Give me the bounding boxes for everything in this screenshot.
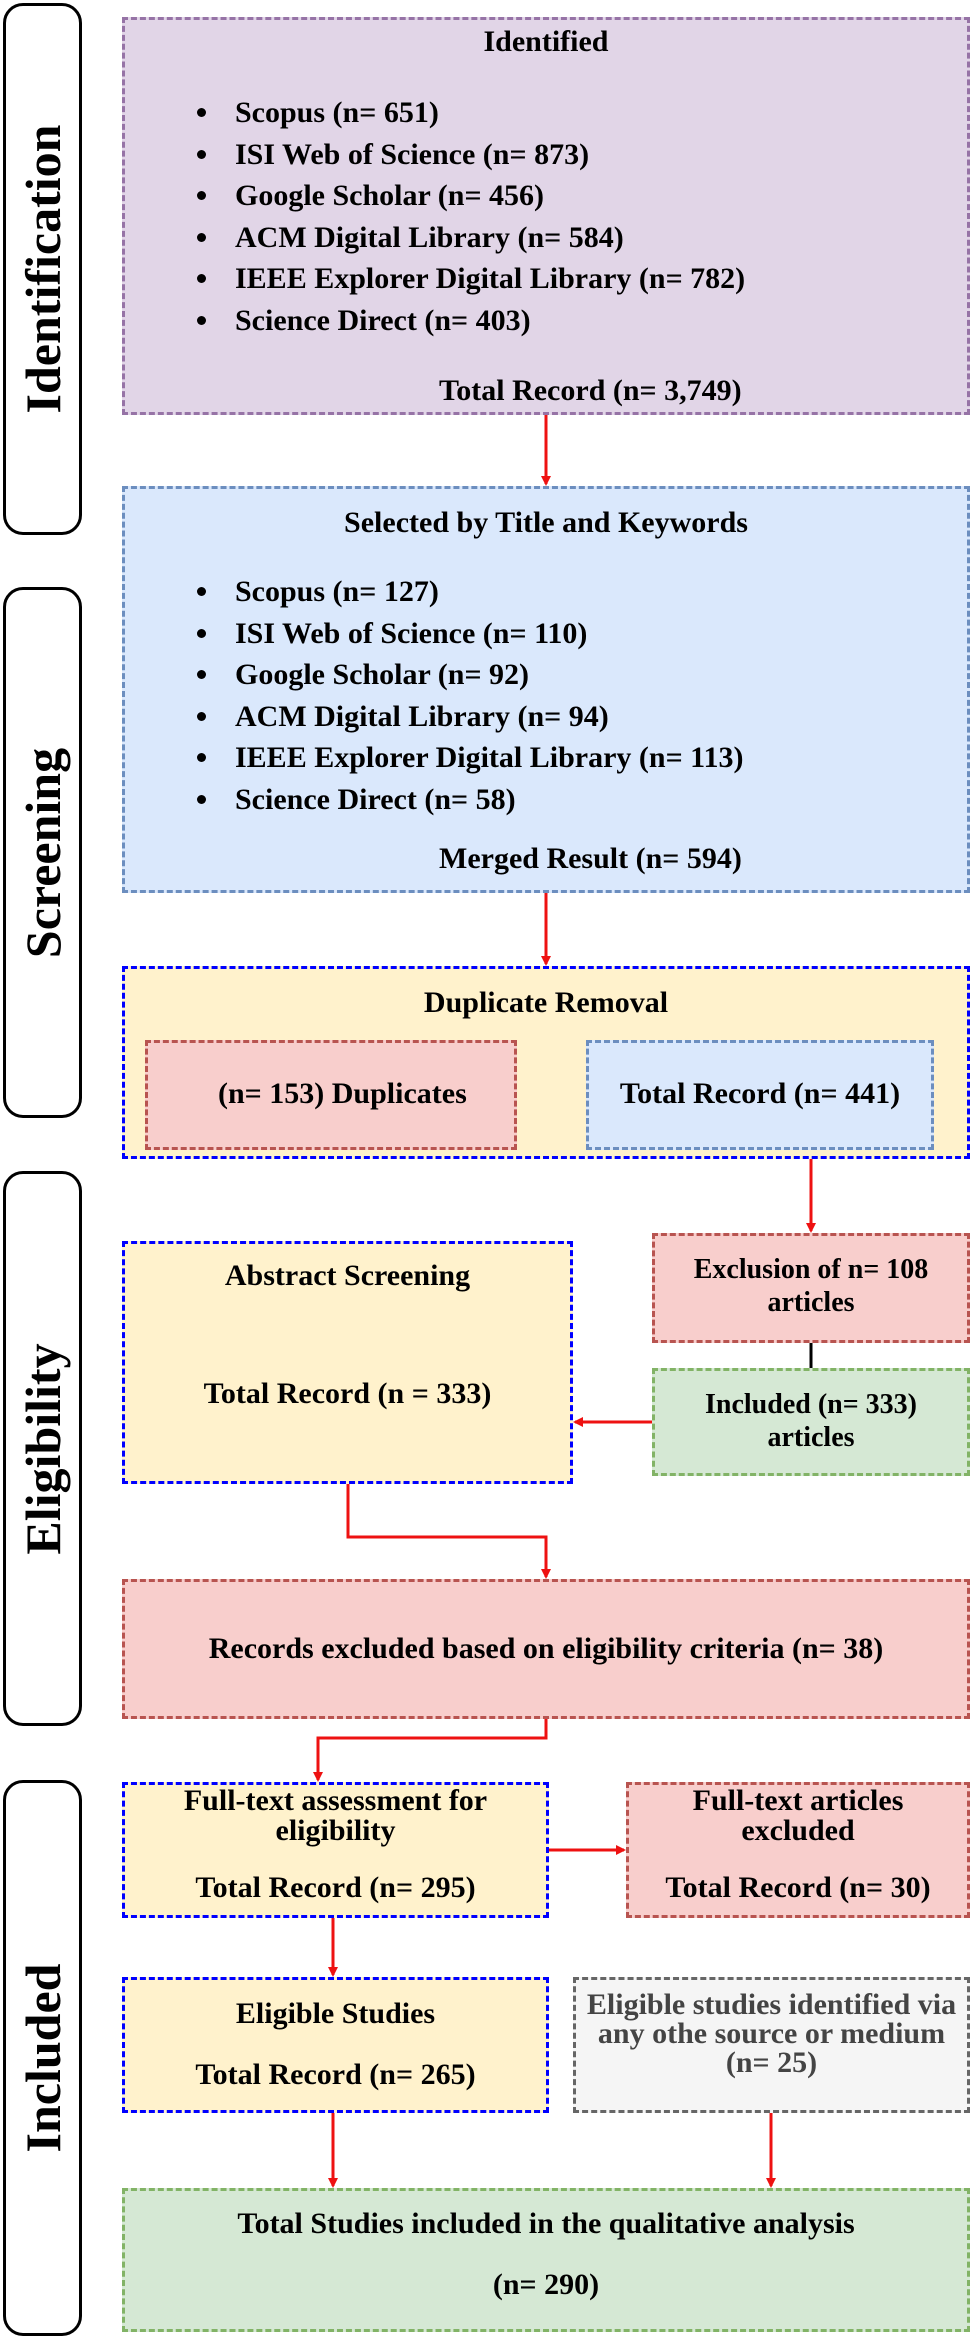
list-item: Science Direct (n= 403) — [196, 300, 745, 342]
included-articles-box: Included (n= 333) articles — [652, 1368, 970, 1476]
records-excluded-box: Records excluded based on eligibility cr… — [122, 1579, 970, 1719]
stage-eligibility: Eligibility — [3, 1171, 82, 1726]
other-source-label: Eligible studies identified via any othe… — [586, 1988, 957, 2079]
list-item: IEEE Explorer Digital Library (n= 782) — [196, 258, 745, 300]
fulltext-assessment-box: Full-text assessment for eligibility Tot… — [122, 1782, 549, 1918]
fulltext-assessment-title: Full-text assessment for eligibility — [183, 1784, 488, 1847]
identified-box: Identified Scopus (n= 651) ISI Web of Sc… — [122, 17, 970, 415]
records-excluded-label: Records excluded based on eligibility cr… — [208, 1632, 884, 1665]
list-item: Google Scholar (n= 92) — [197, 654, 744, 696]
list-item: Scopus (n= 651) — [196, 92, 745, 134]
identified-title: Identified — [483, 25, 609, 58]
list-item: IEEE Explorer Digital Library (n= 113) — [197, 737, 744, 779]
list-item: ISI Web of Science (n= 110) — [197, 613, 744, 655]
list-item: Science Direct (n= 58) — [197, 779, 744, 821]
exclusion-label: Exclusion of n= 108 articles — [693, 1254, 929, 1318]
abstract-screening-title: Abstract Screening — [224, 1259, 471, 1292]
list-item: ACM Digital Library (n= 584) — [196, 217, 745, 259]
list-item: ACM Digital Library (n= 94) — [197, 696, 744, 738]
stage-identification: Identification — [3, 3, 82, 535]
final-studies-title: Total Studies included in the qualitativ… — [237, 2207, 855, 2240]
identified-source-list: Scopus (n= 651) ISI Web of Science (n= 8… — [125, 92, 745, 341]
final-studies-box: Total Studies included in the qualitativ… — [122, 2188, 970, 2332]
abstract-screening-total: Total Record (n = 333) — [203, 1377, 492, 1410]
dedup-total-box: Total Record (n= 441) — [586, 1040, 934, 1150]
fulltext-excluded-title: Full-text articles excluded — [692, 1784, 904, 1847]
selected-title: Selected by Title and Keywords — [344, 506, 748, 539]
merged-result: Merged Result (n= 594) — [439, 842, 742, 875]
final-studies-count: (n= 290) — [492, 2268, 600, 2301]
other-source-box: Eligible studies identified via any othe… — [573, 1977, 970, 2113]
dedup-total-label: Total Record (n= 441) — [619, 1077, 901, 1110]
list-item: ISI Web of Science (n= 873) — [196, 134, 745, 176]
stage-included: Included — [3, 1780, 82, 2336]
list-item: Scopus (n= 127) — [197, 571, 744, 613]
stage-screening: Screening — [3, 587, 82, 1118]
exclusion-box: Exclusion of n= 108 articles — [652, 1233, 970, 1343]
fulltext-excluded-box: Full-text articles excluded Total Record… — [626, 1782, 970, 1918]
fulltext-excluded-total: Total Record (n= 30) — [665, 1871, 931, 1904]
included-articles-label: Included (n= 333) articles — [705, 1389, 917, 1453]
duplicate-removal-title: Duplicate Removal — [423, 986, 669, 1019]
fulltext-assessment-total: Total Record (n= 295) — [195, 1871, 476, 1904]
duplicate-removal-box: Duplicate Removal (n= 153) Duplicates To… — [122, 966, 970, 1159]
arrow-records-excluded-to-fulltext — [313, 1719, 548, 1782]
list-item: Google Scholar (n= 456) — [196, 175, 745, 217]
duplicates-box: (n= 153) Duplicates — [145, 1040, 517, 1150]
abstract-screening-box: Abstract Screening Total Record (n = 333… — [122, 1241, 573, 1484]
identified-total: Total Record (n= 3,749) — [439, 374, 742, 407]
eligible-studies-title: Eligible Studies — [235, 1997, 436, 2030]
selected-box: Selected by Title and Keywords Scopus (n… — [122, 486, 970, 893]
duplicates-label: (n= 153) Duplicates — [218, 1077, 467, 1110]
eligible-studies-box: Eligible Studies Total Record (n= 265) — [122, 1977, 549, 2113]
selected-source-list: Scopus (n= 127) ISI Web of Science (n= 1… — [125, 571, 744, 820]
eligible-studies-total: Total Record (n= 265) — [195, 2058, 476, 2091]
arrow-abstract-to-records-excluded — [346, 1484, 551, 1579]
